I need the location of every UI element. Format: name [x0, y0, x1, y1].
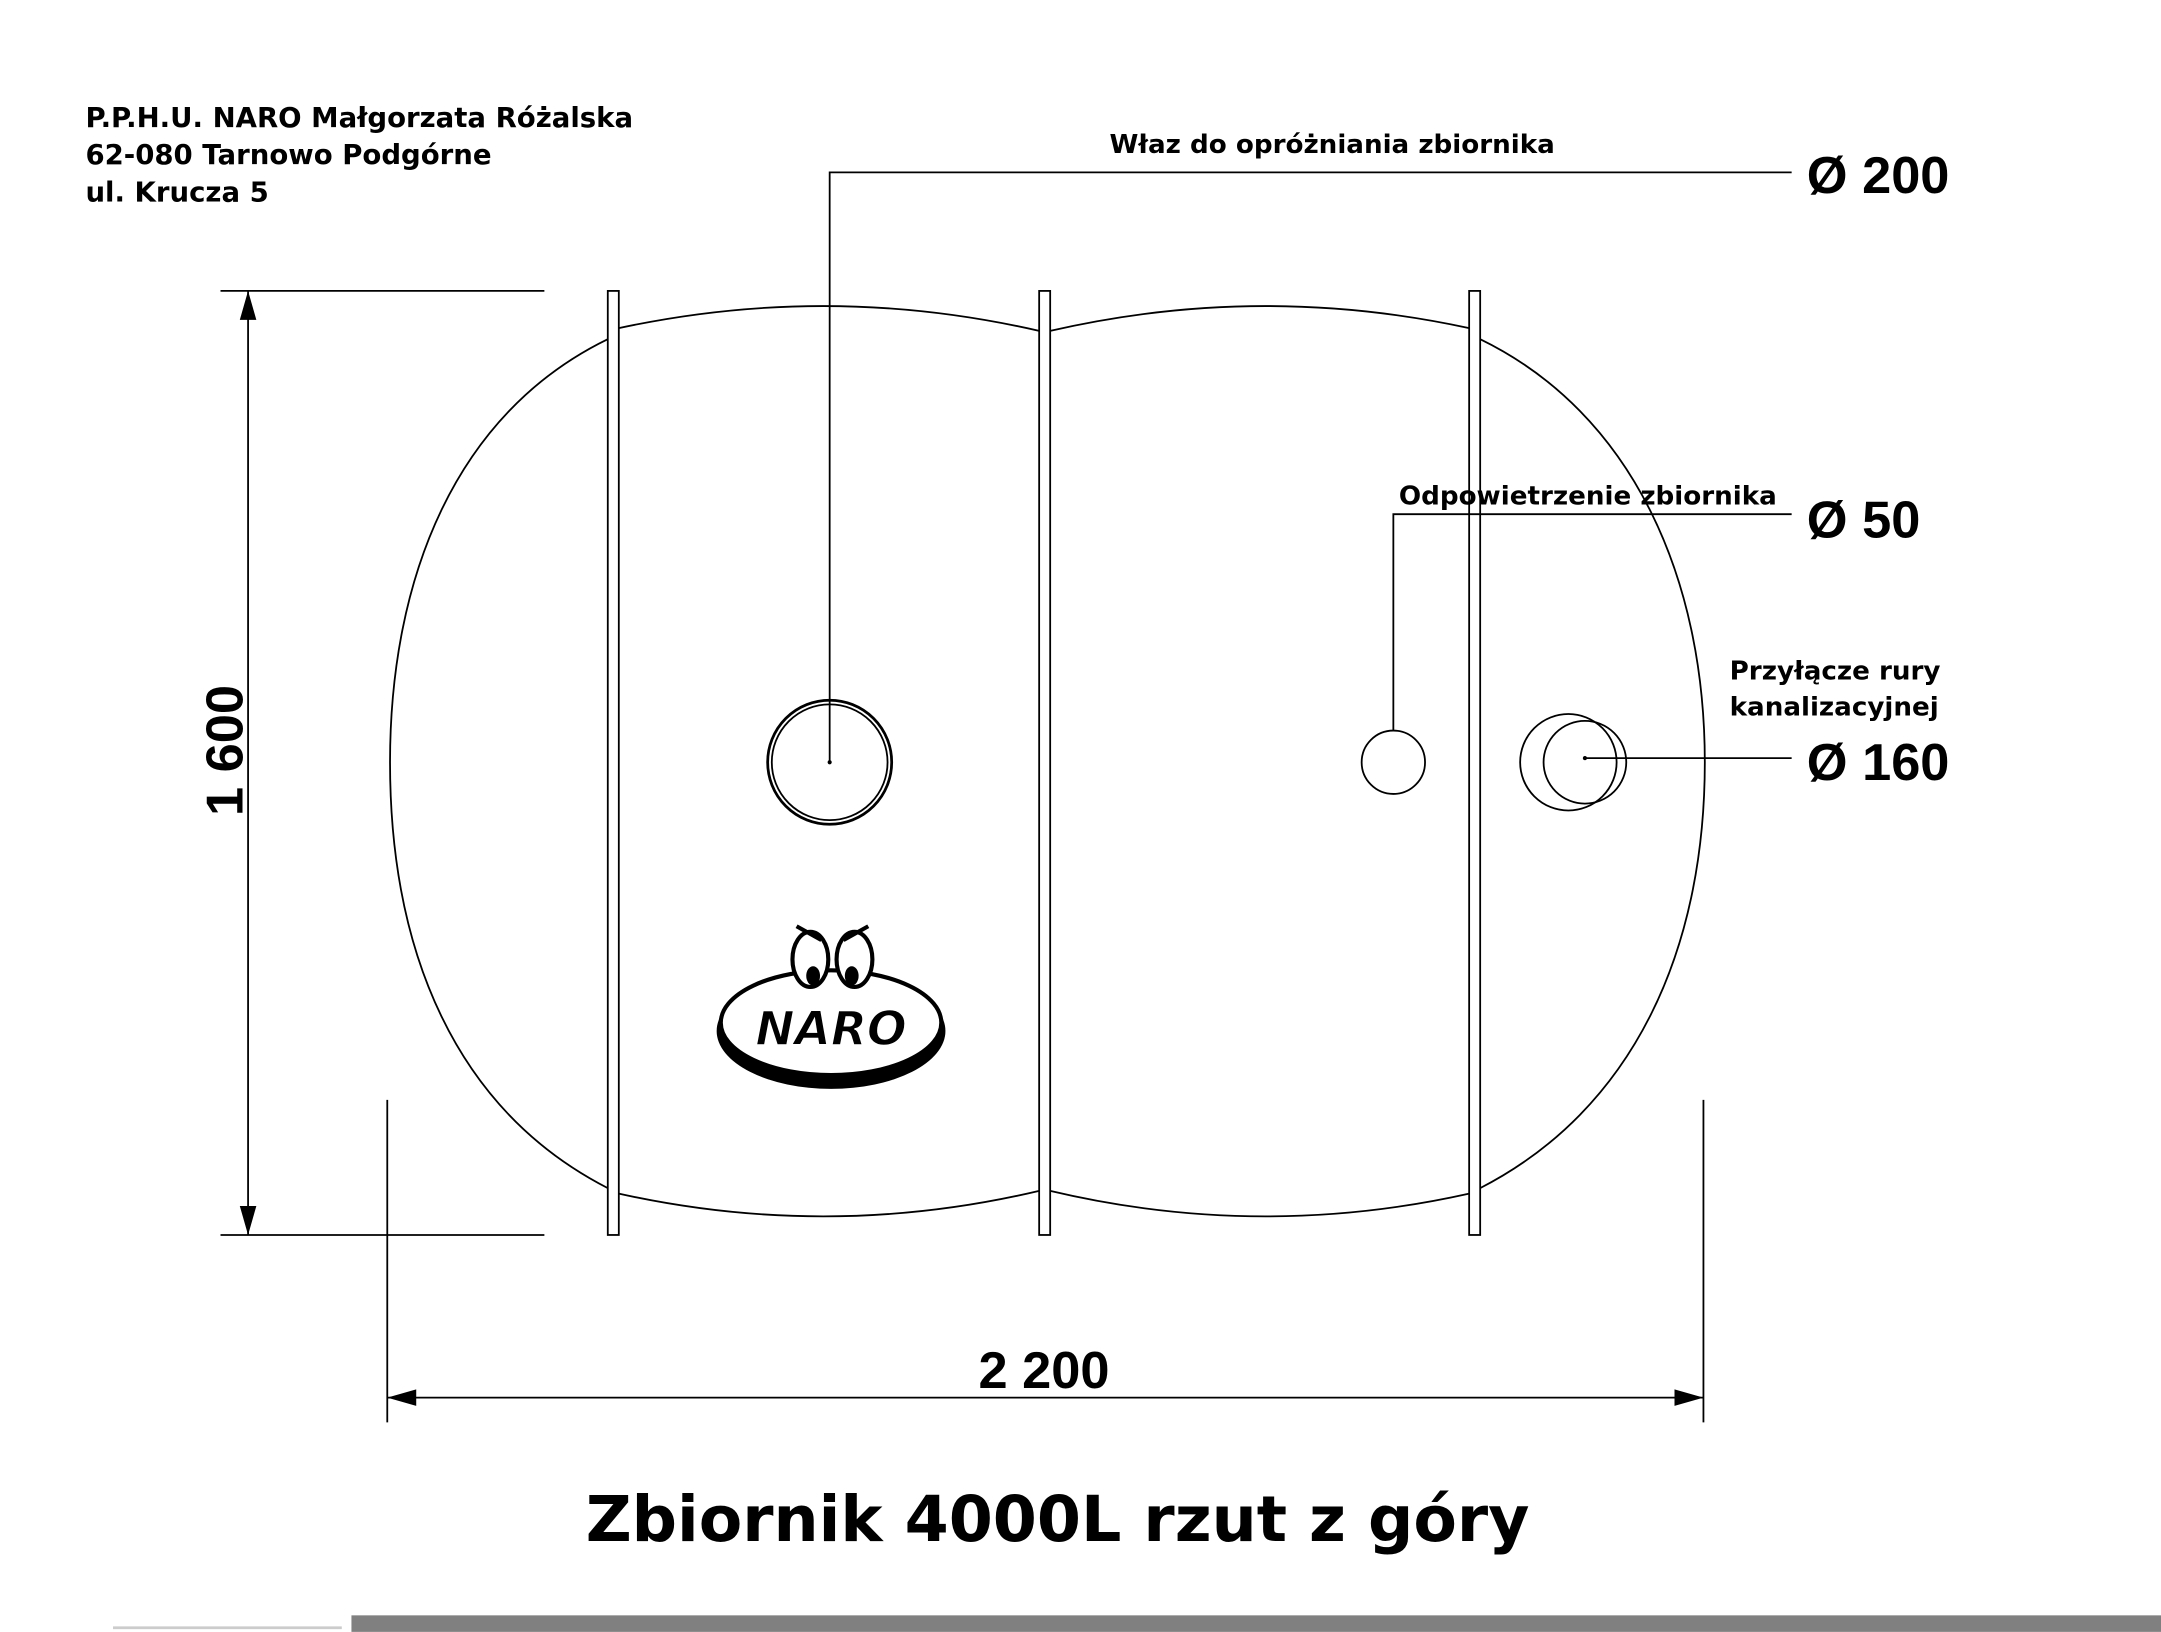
- arrow-right-icon: [1674, 1389, 1704, 1406]
- bottom-divider-left: [113, 1626, 342, 1630]
- inlet-circle: [1519, 713, 1618, 812]
- logo-left-pupil: [806, 966, 821, 986]
- height-dimension: 1 600: [197, 685, 255, 816]
- logo-text: NARO: [755, 1003, 906, 1057]
- inlet-inner-circle: [1542, 720, 1628, 805]
- manhole-label: Właz do opróżniania zbiornika: [1109, 130, 1554, 160]
- vent-label: Odpowietrzenie zbiornika: [1399, 482, 1777, 512]
- arrow-top-icon: [239, 290, 257, 320]
- width-dimension: 2 200: [979, 1342, 1110, 1400]
- band-left: [606, 290, 620, 1236]
- company-address-street: ul. Krucza 5: [85, 176, 268, 208]
- manhole-diameter: Ø 200: [1807, 147, 1950, 205]
- bottom-bar: [351, 1615, 2161, 1632]
- band-right: [1468, 290, 1482, 1236]
- band-middle: [1038, 290, 1052, 1236]
- inlet-label-line2: kanalizacyjnej: [1730, 692, 1939, 722]
- logo-eyebrows: [795, 924, 870, 942]
- arrow-left-icon: [387, 1389, 417, 1406]
- manhole-leader-line: [828, 171, 1792, 763]
- inlet-center-dot: [1582, 756, 1587, 761]
- tank-left-end: [389, 338, 609, 1189]
- manhole-center-dot: [827, 760, 832, 765]
- inlet-diameter: Ø 160: [1807, 734, 1950, 792]
- logo-badge: [718, 968, 944, 1078]
- drawing-title: Zbiornik 4000L rzut z góry: [586, 1482, 1530, 1556]
- tank-bottom-left-edge: [618, 1189, 1040, 1218]
- logo-right-pupil: [844, 966, 859, 986]
- company-address-city: 62-080 Tarnowo Podgórne: [85, 139, 491, 171]
- tank-bottom-right-edge: [1049, 1189, 1470, 1218]
- company-name: P.P.H.U. NARO Małgorzata Różalska: [85, 102, 633, 134]
- vent-leader-line: [1392, 513, 1792, 731]
- tank-top-right-edge: [1049, 305, 1470, 332]
- vent-diameter: Ø 50: [1807, 492, 1921, 550]
- inlet-label-line1: Przyłącze rury: [1730, 657, 1941, 687]
- tank-right-end: [1479, 338, 1706, 1189]
- arrow-bottom-icon: [239, 1206, 257, 1235]
- vent-circle: [1360, 729, 1426, 795]
- naro-logo: NARO: [716, 924, 946, 1089]
